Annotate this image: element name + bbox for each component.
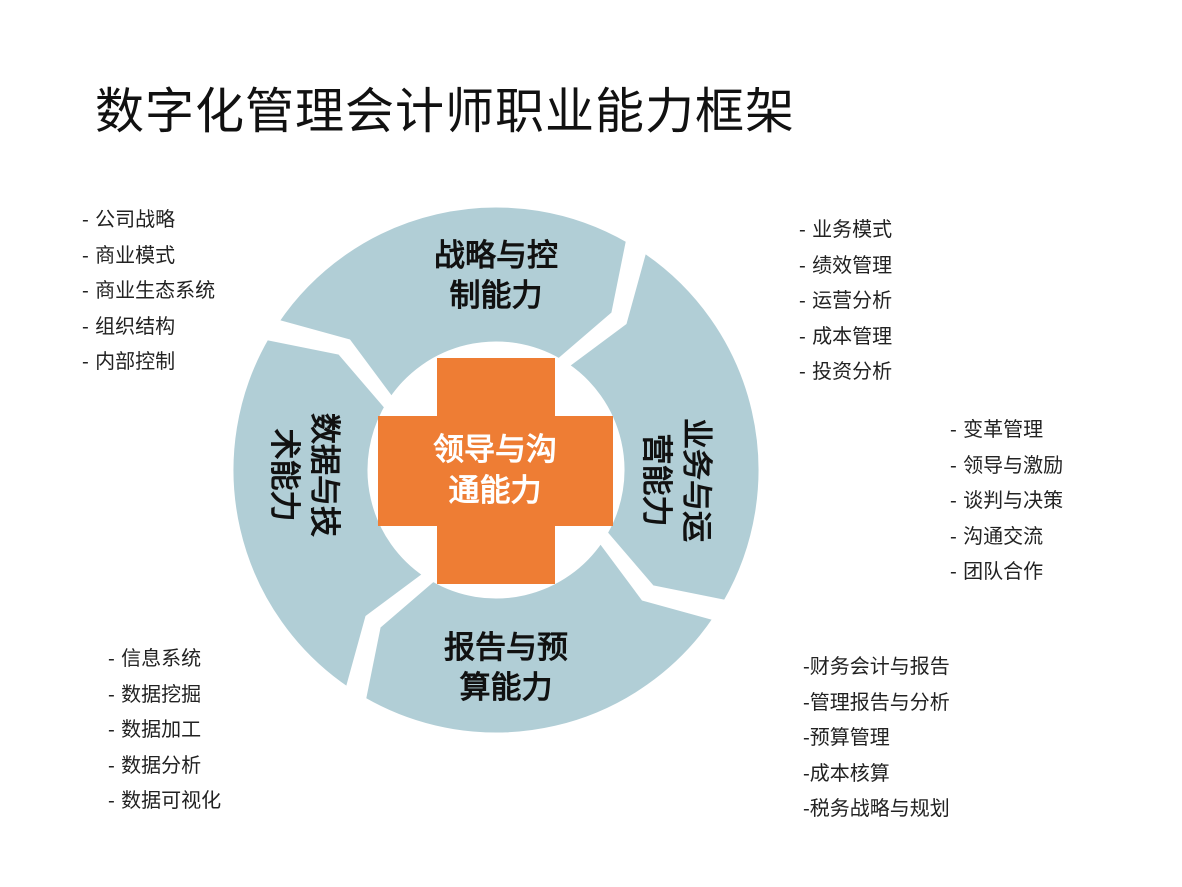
segment-label-business-operations: 业务与运 营能力 [636,382,716,578]
leadership-skill-list: - 变革管理 - 领导与激励 - 谈判与决策 - 沟通交流 - 团队合作 [950,412,1063,590]
ring-segment-reporting [228,334,430,694]
list-item: - 信息系统 [108,646,202,670]
ring-segment-data [272,202,632,404]
segment-reporting-line1: 报告与预 [444,630,568,666]
list-item: -管理报告与分析 [803,689,950,714]
center-cross-shape [378,358,613,584]
ring-segment-business [360,536,720,738]
capability-ring [228,202,764,738]
list-item: - 绩效管理 [799,252,893,277]
segment-data-line1: 数据与技 [306,413,342,537]
segment-data-line2: 术能力 [266,428,302,522]
segment-label-strategy-control: 战略与控 制能力 [398,236,594,316]
list-item: - 内部控制 [82,349,176,373]
list-item: - 数据加工 [108,717,202,741]
list-item: - 投资分析 [799,359,893,383]
list-item: - 商业模式 [82,242,176,267]
list-item: - 成本管理 [799,323,893,348]
segment-business-line2: 营能力 [638,433,674,527]
list-item: - 变革管理 [950,417,1044,441]
list-item: - 团队合作 [950,559,1044,583]
list-item: - 谈判与决策 [950,488,1064,512]
segment-label-reporting-budgeting: 报告与预 算能力 [408,628,604,708]
segment-label-data-technology: 数据与技 术能力 [264,377,344,573]
list-item: - 公司战略 [82,207,176,231]
segment-reporting-line2: 算能力 [459,670,553,706]
list-item: -成本核算 [803,760,890,785]
list-item: - 商业生态系统 [82,278,216,302]
reporting-skill-list: -财务会计与报告 -管理报告与分析 -预算管理 -成本核算 -税务战略与规划 [803,649,950,827]
list-item: - 沟通交流 [950,523,1044,548]
data-tech-skill-list: - 信息系统 - 数据挖掘 - 数据加工 - 数据分析 - 数据可视化 [108,641,221,819]
segment-business-line1: 业务与运 [678,418,714,542]
ring-segment-strategy [562,246,764,606]
segment-strategy-line1: 战略与控 [434,238,558,274]
list-item: -预算管理 [803,725,890,749]
list-item: -财务会计与报告 [803,654,950,678]
list-item: - 组织结构 [82,313,176,338]
list-item: - 数据分析 [108,752,202,777]
center-line2: 通能力 [448,473,542,509]
list-item: - 领导与激励 [950,452,1064,477]
list-item: - 运营分析 [799,288,893,312]
page-title: 数字化管理会计师职业能力框架 [95,83,796,140]
list-item: - 数据挖掘 [108,681,202,706]
list-item: - 业务模式 [799,217,893,241]
list-item: - 数据可视化 [108,788,222,812]
list-item: -税务战略与规划 [803,796,950,820]
segment-strategy-line2: 制能力 [449,278,543,314]
business-skill-list: - 业务模式 - 绩效管理 - 运营分析 - 成本管理 - 投资分析 [799,212,892,390]
center-line1: 领导与沟 [433,432,557,468]
strategy-skill-list: - 公司战略 - 商业模式 - 商业生态系统 - 组织结构 - 内部控制 [82,202,215,380]
center-label-leadership-communication: 领导与沟 通能力 [397,430,593,512]
